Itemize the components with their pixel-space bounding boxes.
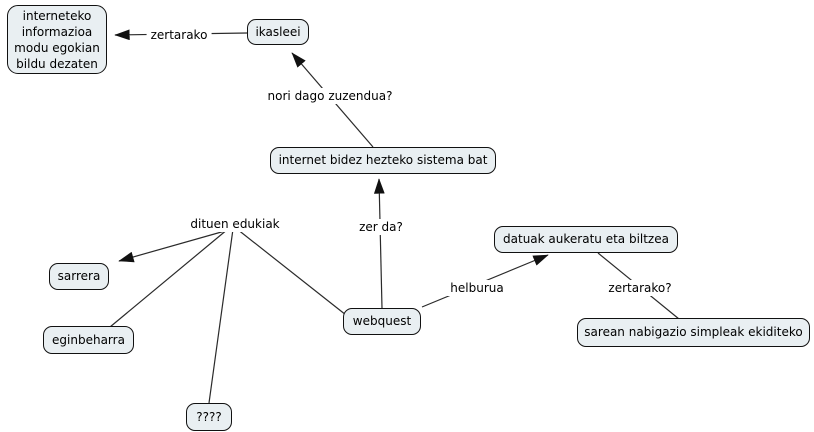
edge-label-nori-dago-zuzendua[interactable]: nori dago zuzendua? — [263, 88, 397, 104]
edge-label-zertarako[interactable]: zertarako — [146, 27, 212, 43]
edge-line-dituen-edukiak-sarrera — [118, 228, 233, 263]
concept-node-unknown[interactable]: ???? — [186, 403, 232, 431]
edge-label-zertarako-2[interactable]: zertarako? — [604, 280, 676, 296]
concept-node-sarrera[interactable]: sarrera — [49, 263, 109, 290]
edge-line-dituen-edukiak-eginbeharra — [109, 228, 229, 328]
concept-node-webquest[interactable]: webquest — [343, 308, 421, 335]
concept-node-eginbeharra[interactable]: eginbeharra — [43, 326, 134, 354]
concept-node-goal[interactable]: interneteko informazioa modu egokian bil… — [7, 5, 107, 74]
edge-label-dituen-edukiak[interactable]: dituen edukiak — [186, 216, 284, 232]
concept-node-sarean[interactable]: sarean nabigazio simpleak ekiditeko — [577, 318, 810, 347]
edge-label-helburua[interactable]: helburua — [446, 280, 508, 296]
concept-node-internet-sistema[interactable]: internet bidez hezteko sistema bat — [270, 147, 496, 174]
edge-line-webquest-dituen-edukiak — [236, 228, 347, 316]
edge-line-zer-da — [373, 178, 385, 309]
concept-node-ikasleei[interactable]: ikasleei — [247, 19, 309, 45]
concept-node-datuak[interactable]: datuak aukeratu eta biltzea — [494, 226, 678, 253]
edge-label-zer-da[interactable]: zer da? — [355, 219, 407, 235]
edge-line-dituen-edukiak-unknown — [208, 228, 234, 404]
